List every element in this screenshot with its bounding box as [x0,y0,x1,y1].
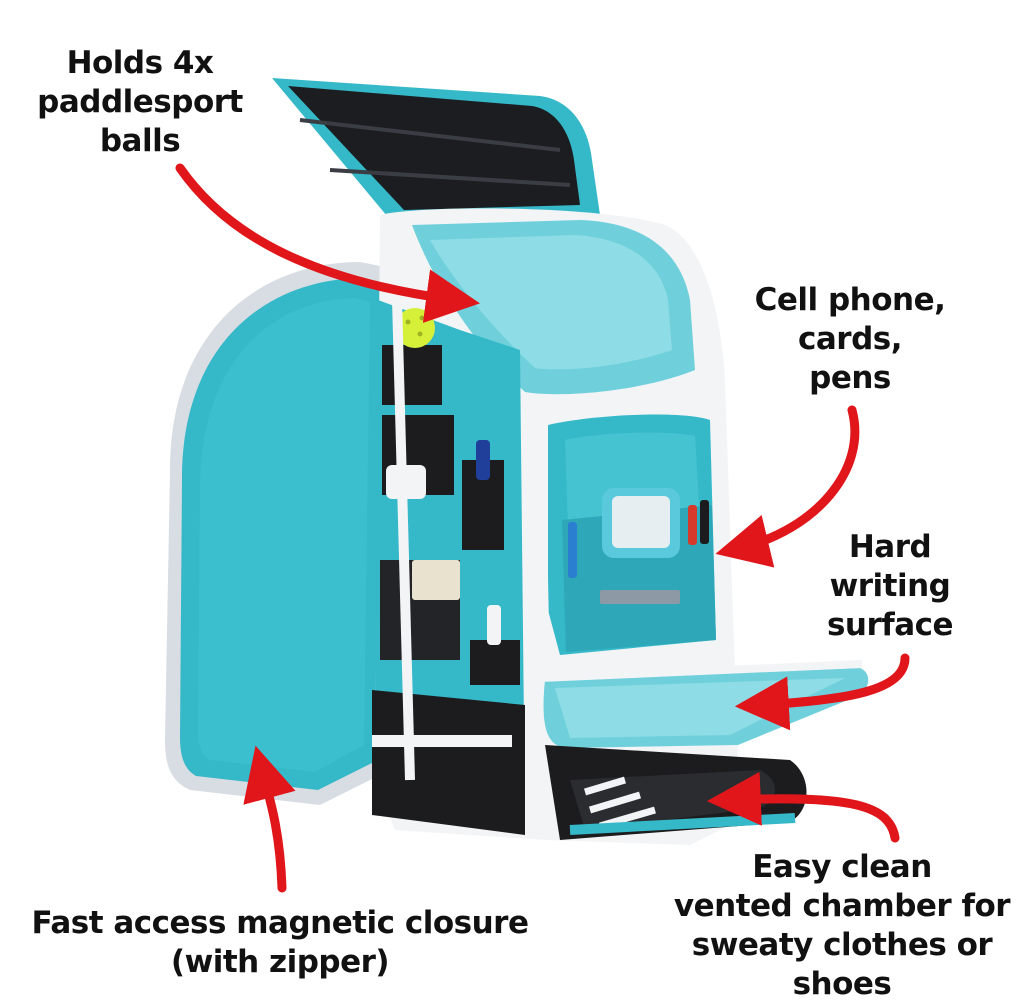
callout-magnetic-closure: Fast access magnetic closure (with zippe… [31,905,530,980]
callout-arrows [175,163,910,893]
arrow-balls [175,163,480,323]
arrow-closure [243,745,296,893]
arrow-chamber [706,771,900,843]
callout-balls: Holds 4x paddlesport balls [37,45,243,159]
top-lid [272,78,600,222]
callout-vented-chamber: Easy clean vented chamber for sweaty clo… [673,849,1011,1002]
arrow-phone [715,405,860,568]
callout-writing-surface: Hard writing surface [826,529,954,643]
arrow-writing [734,653,910,731]
side-flap [165,262,400,805]
bag-body [372,208,869,845]
callout-phone-cards-pens: Cell phone, cards, pens [754,282,946,396]
